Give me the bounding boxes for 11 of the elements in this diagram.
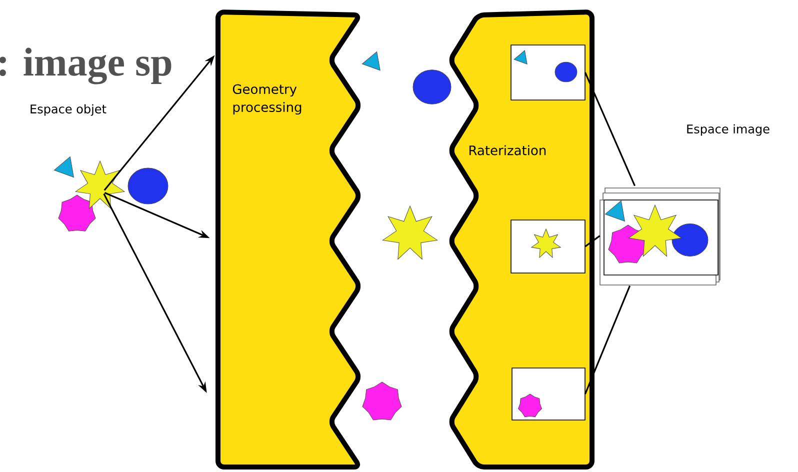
frame-box: [512, 368, 586, 420]
processing-panel: Geometry processing: [216, 10, 361, 470]
label: Espace image: [687, 124, 770, 136]
label: Espace objet: [30, 104, 106, 116]
image-stack-drawing: [600, 188, 720, 286]
object-shapes-drawing: [54, 156, 168, 232]
connector-line: [584, 72, 636, 186]
connector-line: [584, 235, 600, 248]
frame-box: [510, 220, 586, 274]
frame-box: [510, 44, 586, 100]
connector-line: [584, 286, 631, 394]
